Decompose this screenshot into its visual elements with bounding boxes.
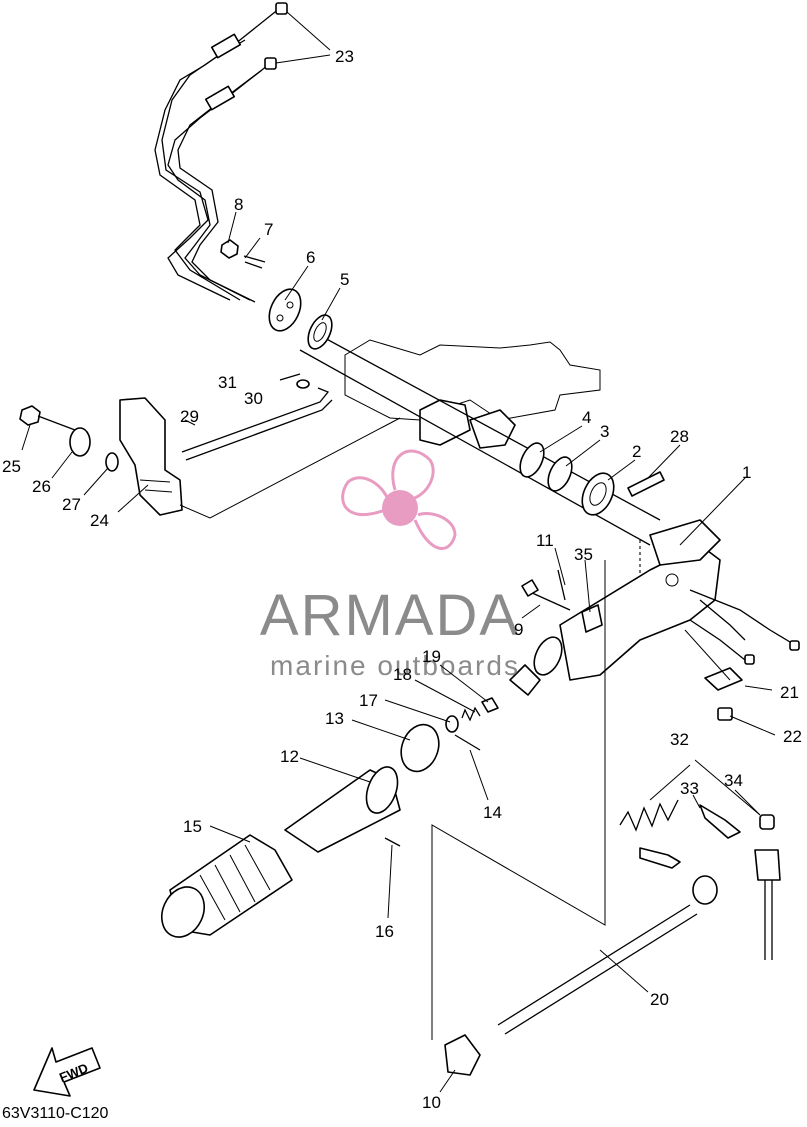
- clip-10: [444, 1034, 481, 1076]
- diagram-code: 63V3110-C120: [2, 1105, 109, 1122]
- callout-20: 20: [650, 990, 669, 1009]
- steering-bracket-outline: [344, 339, 601, 449]
- callout-10: 10: [422, 1093, 441, 1112]
- callout-23: 23: [335, 47, 354, 66]
- callout-35: 35: [574, 545, 593, 564]
- callout-5: 5: [340, 270, 349, 289]
- washer-30: [296, 379, 310, 389]
- callout-14: 14: [483, 803, 502, 822]
- stop-cable-20: [497, 875, 718, 1035]
- callout-12: 12: [280, 747, 299, 766]
- tiller-arm-1: [509, 519, 800, 696]
- washer-5: [307, 314, 333, 350]
- callout-32: 32: [670, 730, 689, 749]
- callout-26: 26: [32, 477, 51, 496]
- callout-25: 25: [2, 457, 21, 476]
- screw-19: [481, 697, 499, 713]
- bushing-2: [581, 472, 615, 516]
- callout-16: 16: [375, 922, 394, 941]
- tiller-shaft: [299, 329, 661, 580]
- leader-lines: [21, 211, 776, 1093]
- callout-28: 28: [670, 427, 689, 446]
- callout-24: 24: [90, 511, 109, 530]
- washer-17: [445, 715, 459, 733]
- callout-17: 17: [359, 691, 378, 710]
- bracket-21: [684, 629, 743, 691]
- screw-16: [384, 837, 401, 847]
- switch-34: [754, 814, 781, 960]
- callout-21: 21: [780, 683, 799, 702]
- callout-4: 4: [582, 408, 591, 427]
- bolt-25: [19, 405, 76, 431]
- shim-35: [581, 604, 603, 633]
- fwd-arrow-icon: FWD: [33, 1047, 101, 1097]
- callout-7: 7: [264, 220, 273, 239]
- callout-27: 27: [62, 495, 81, 514]
- lever-24: [119, 397, 183, 516]
- callout-13: 13: [325, 709, 344, 728]
- pin-11: [557, 569, 566, 601]
- screw-22: [717, 707, 733, 721]
- callout-2: 2: [632, 442, 641, 461]
- rod-29: [181, 387, 333, 461]
- mounting-plate: [268, 288, 302, 332]
- plate-28: [627, 471, 665, 497]
- spring-18: [461, 706, 481, 722]
- spring-32: [619, 799, 679, 832]
- callout-6: 6: [306, 248, 315, 267]
- callout-1: 1: [742, 463, 751, 482]
- callout-11: 11: [536, 531, 554, 550]
- callout-29: 29: [180, 407, 199, 426]
- callout-31: 31: [218, 373, 237, 392]
- armada-watermark: ARMADA marine outboards: [260, 449, 520, 681]
- callout-9: 9: [514, 620, 523, 639]
- callout-34: 34: [724, 771, 743, 790]
- watermark-tagline: marine outboards: [270, 650, 520, 681]
- bolt-9: [521, 579, 571, 611]
- callout-labels: 1 2 3 4 5 6 7 8 9 10 11 12 13 14 15 16 1…: [2, 47, 802, 1112]
- throttle-shaft-12: [284, 766, 401, 853]
- callout-15: 15: [183, 817, 202, 836]
- callout-22: 22: [783, 727, 802, 746]
- callout-33: 33: [680, 779, 699, 798]
- callout-30: 30: [244, 389, 263, 408]
- screw-14: [454, 734, 481, 751]
- nut-8: [220, 239, 239, 259]
- washer-27: [105, 452, 119, 472]
- bolt-7: [243, 255, 266, 269]
- watermark-brand: ARMADA: [260, 583, 520, 648]
- throttle-shift-cables: [154, 2, 331, 303]
- callout-18: 18: [393, 665, 412, 684]
- washer-4: [519, 442, 545, 478]
- connector-33: [639, 804, 741, 869]
- collar-26: [69, 427, 91, 457]
- grip-15: [161, 834, 293, 938]
- ring-13: [400, 723, 440, 773]
- callout-8: 8: [234, 195, 243, 214]
- pin-31: [279, 373, 301, 381]
- callout-19: 19: [422, 647, 441, 666]
- callout-3: 3: [600, 422, 609, 441]
